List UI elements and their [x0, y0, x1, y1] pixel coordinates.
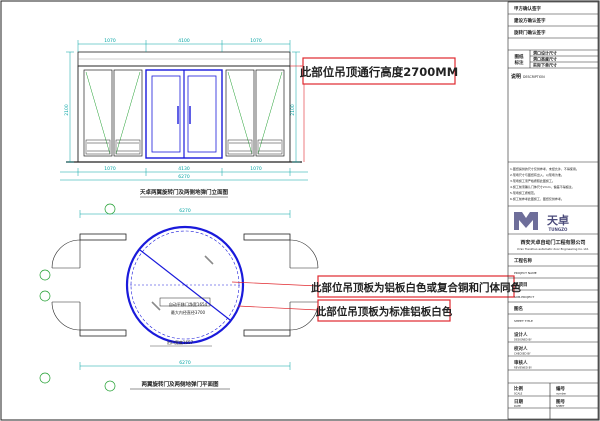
callout-ceiling-panel-a-box: [317, 275, 515, 298]
plan-wall-right-bottom: [243, 329, 291, 337]
callout-ceiling-panel-b-box: [317, 299, 451, 322]
dim-row-1: 洞口设计尺寸: [533, 50, 557, 56]
project-label-en: PROJECT NAME: [514, 271, 537, 275]
dim-right-top: 1070: [250, 38, 262, 44]
plan-inner-b: 最大内径直径3700: [171, 309, 206, 315]
plan-wall-right-top: [243, 233, 291, 241]
plan-bottom-dim: 6270: [179, 360, 191, 366]
elevation-bottom-dimensions: 1070 4130 1070 6270: [60, 166, 308, 181]
reviewer-en: REVIEWED BY: [514, 366, 532, 370]
note-6: 6.施工前参考此图施工，图纸仅供参考。: [510, 196, 564, 201]
right-swing-door: [225, 69, 285, 157]
callout-ceiling-panel-b: 此部位吊顶板为标准铝板白色: [316, 305, 453, 318]
note-1: 1.图纸提供的尺寸仅供参考，未经允许，不得使用。: [510, 166, 579, 171]
left-swing-door: [83, 69, 143, 157]
plan-inner-a: 自动平移门净宽1654: [169, 301, 208, 307]
plan-title: 两翼旋转门及两侧地弹门平面图: [141, 380, 219, 388]
project-label-cn: 工程名称: [514, 257, 532, 264]
drawing-name-cn: 图名: [514, 305, 523, 312]
dim-left-bottom: 1070: [104, 166, 116, 172]
callout-ceiling-panel-a: 此部位吊顶板为铝板白色或复合铜和门体同色: [311, 281, 521, 294]
checker-cn: 校对人: [514, 345, 528, 352]
plan-markers: [39, 203, 116, 392]
revolving-door-elevation: [145, 69, 223, 159]
plan-wall-left-top: [79, 233, 127, 241]
dim-row-3: 实际下单尺寸: [533, 62, 557, 68]
scale-en: SCALE: [514, 392, 523, 396]
dim-row-2: 洞口高度尺寸: [533, 56, 557, 62]
description-cn: 说明: [511, 73, 521, 80]
sheet-en: SHEET: [556, 404, 565, 408]
company-name-en: Xi'an Tianzhuo automatic door Engineerin…: [517, 247, 589, 251]
revolving-wing-a: [139, 249, 231, 321]
logo-text: 天卓: [547, 213, 569, 227]
dim-side-right: 2100: [290, 104, 296, 116]
elevation-title: 天卓两翼旋转门及两侧地弹门立面图: [140, 188, 229, 196]
plan-left-swing: [51, 239, 81, 331]
logo-sub: TUNGZO: [549, 227, 569, 232]
checker-en: CHECKED BY: [514, 352, 531, 356]
dim-total-top: 4100: [178, 38, 190, 44]
sub-project-cn: 子项目: [514, 281, 528, 288]
title-block-text: 甲方确认签字 建设方确认签字 旋转门确认签字 图纸 标注 洞口设计尺寸 洞口高度…: [510, 5, 589, 408]
dim-side-left: 2100: [64, 104, 70, 116]
date-cn: 日期: [514, 398, 523, 405]
elevation-side-dimensions: 2100 2100: [64, 51, 308, 163]
plan-inner-c: 出口宽度1657: [167, 339, 194, 345]
dim-left-top: 1070: [104, 38, 116, 44]
approval-row-2: 建设方确认签字: [513, 17, 546, 24]
note-4: 4.施工前须确认门体尺寸2mm，偏差不得超过。: [510, 184, 575, 189]
plan-wall-left-bottom: [79, 329, 127, 337]
drawing-name-en: SHEET TITLE: [514, 319, 533, 323]
designer-cn: 设计人: [514, 331, 528, 338]
plan-view: 6270: [39, 203, 521, 392]
approval-row-3: 旋转门确认签字: [513, 29, 546, 36]
dim-total-bottom: 6270: [178, 174, 190, 180]
number-en: number: [556, 392, 567, 396]
direction-arrow-b: [151, 301, 161, 311]
note-3: 3.现场施工须严格按照此图施工。: [510, 178, 555, 183]
dim-group-label: 图纸: [515, 53, 524, 60]
dim-mid-bottom: 4130: [178, 166, 190, 172]
description-en: DESCRIPTION: [523, 75, 545, 79]
designer-en: DESIGNED BY: [514, 338, 532, 342]
plan-top-dim: 6270: [179, 208, 191, 214]
sub-project-en: SUB-PROJECT: [514, 295, 534, 299]
callout-ceiling-height-box: [302, 57, 456, 85]
date-en: DATE: [514, 404, 521, 408]
revolving-drum: [125, 225, 245, 345]
company-logo: 天卓 TUNGZO: [514, 212, 569, 232]
company-name-cn: 西安天卓自动门工程有限公司: [520, 239, 585, 246]
elevation-top-dimensions: 1070 4100 1070: [77, 38, 291, 52]
note-5: 5.现场施工按规范。: [510, 190, 537, 195]
scale-cn: 比例: [514, 385, 523, 392]
note-2: 2.现场尺寸与图纸有出入，以现场为准。: [510, 172, 564, 177]
direction-arrow-a: [204, 255, 214, 265]
callout-ceiling-height: 此部位吊顶通行高度2700MM: [300, 65, 458, 79]
reviewer-cn: 审核人: [514, 359, 528, 366]
approval-row-1: 甲方确认签字: [514, 5, 541, 12]
dim-right-bottom: 1070: [250, 166, 262, 172]
title-block: [507, 1, 599, 420]
dim-group-label-b: 标注: [514, 59, 524, 66]
elevation-view: 1070 4100 1070 2100 2100 1070 4130: [60, 38, 458, 198]
sheet-cn: 图号: [556, 398, 565, 405]
number-cn: 编号: [556, 385, 565, 392]
